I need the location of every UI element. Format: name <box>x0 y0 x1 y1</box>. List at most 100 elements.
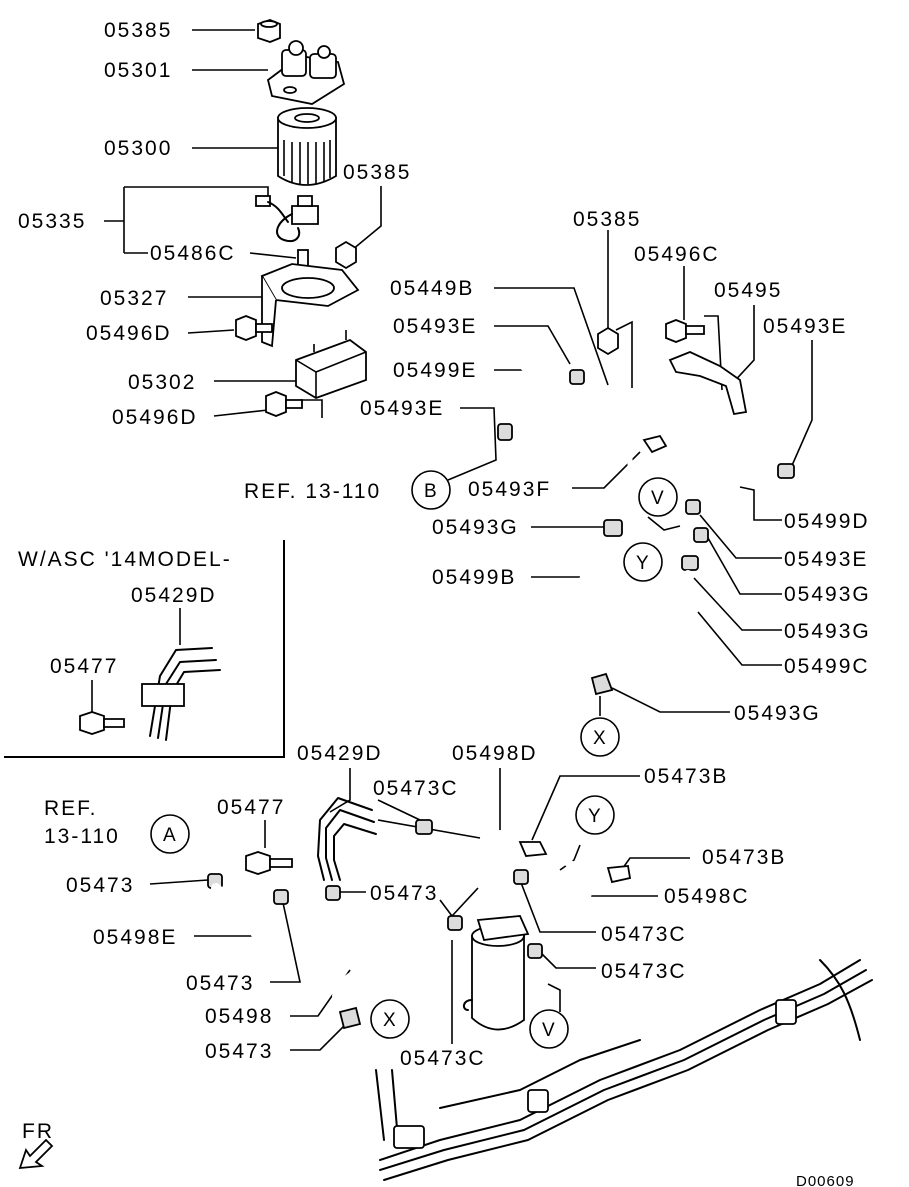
label-05302[interactable]: 05302 <box>128 371 196 394</box>
callout-v-upper[interactable]: V <box>638 477 678 517</box>
filter-cartridge-05300[interactable] <box>277 107 337 186</box>
sensor-05335[interactable] <box>255 195 319 242</box>
callout-a[interactable]: A <box>150 814 190 854</box>
bolt-05496d-lower[interactable] <box>265 391 303 417</box>
hose-05499d[interactable] <box>702 475 823 506</box>
label-05429d-inset[interactable]: 05429D <box>131 584 217 607</box>
bolt-05477-inset[interactable] <box>79 711 125 735</box>
main-fuel-pipes[interactable] <box>375 959 873 1181</box>
nut-05385-mid[interactable] <box>335 240 357 270</box>
hose-05498c[interactable] <box>536 854 593 912</box>
bracket-05302[interactable] <box>295 330 367 399</box>
nut-05385-right[interactable] <box>597 326 619 356</box>
clip-05473b-a[interactable] <box>518 841 548 857</box>
clamp-05473c-a[interactable] <box>415 819 433 835</box>
label-05473b-b[interactable]: 05473B <box>702 846 786 869</box>
label-05493g-c[interactable]: 05493G <box>784 620 871 643</box>
label-05473c-c[interactable]: 05473C <box>601 960 687 983</box>
clamp-05473c-b[interactable] <box>513 869 529 885</box>
label-05477-inset[interactable]: 05477 <box>50 655 118 678</box>
clamp-05473c-d[interactable] <box>447 915 463 931</box>
hose-05499e[interactable] <box>508 343 578 418</box>
fuel-filter-canister[interactable] <box>462 915 530 1031</box>
label-05498[interactable]: 05498 <box>205 1005 273 1028</box>
label-05301[interactable]: 05301 <box>104 59 172 82</box>
clamp-05473-b[interactable] <box>325 885 341 901</box>
callout-v-lower[interactable]: V <box>529 1009 569 1049</box>
clamp-05493e-c[interactable] <box>685 499 701 515</box>
callout-y-lower[interactable]: Y <box>575 795 615 835</box>
hose-05498e[interactable] <box>211 883 275 963</box>
label-05493e-c[interactable]: 05493E <box>784 548 868 571</box>
label-05493g-d[interactable]: 05493G <box>734 702 821 725</box>
bracket-05495[interactable] <box>668 351 748 416</box>
label-05473-a[interactable]: 05473 <box>66 874 134 897</box>
bolt-05477-lower[interactable] <box>245 851 293 875</box>
label-05477-lower[interactable]: 05477 <box>217 796 285 819</box>
label-05473c-a[interactable]: 05473C <box>373 777 459 800</box>
label-05495[interactable]: 05495 <box>714 279 782 302</box>
hose-05499b[interactable] <box>578 539 613 669</box>
label-05473b-a[interactable]: 05473B <box>644 765 728 788</box>
clamp-05493g-c[interactable] <box>681 555 699 571</box>
callout-y-upper[interactable]: Y <box>623 542 663 582</box>
clamp-05493g-b[interactable] <box>693 527 709 543</box>
label-05493e-b[interactable]: 05493E <box>360 397 444 420</box>
pipe-05449b[interactable] <box>595 383 783 523</box>
label-05486c[interactable]: 05486C <box>150 242 236 265</box>
label-05385-right[interactable]: 05385 <box>573 208 641 231</box>
clamp-05473-d[interactable] <box>338 1006 362 1030</box>
callout-x-upper[interactable]: X <box>580 717 620 757</box>
bracket-05327[interactable] <box>260 263 360 348</box>
clip-05473b-b[interactable] <box>606 865 632 884</box>
label-05498d[interactable]: 05498D <box>452 742 538 765</box>
label-05493e-right[interactable]: 05493E <box>763 315 847 338</box>
bolt-05496c[interactable] <box>665 319 705 343</box>
label-05498e[interactable]: 05498E <box>93 926 177 949</box>
clamp-05493e-right[interactable] <box>777 463 795 479</box>
callout-b[interactable]: B <box>411 470 451 510</box>
label-05335[interactable]: 05335 <box>18 210 86 233</box>
label-05499c[interactable]: 05499C <box>784 655 870 678</box>
hose-05498d[interactable] <box>443 830 504 886</box>
clamp-05493g-a[interactable] <box>603 519 623 537</box>
label-05473-c[interactable]: 05473 <box>186 972 254 995</box>
label-05499b[interactable]: 05499B <box>432 566 516 589</box>
clamp-05473-c[interactable] <box>273 889 289 905</box>
label-05493g-b[interactable]: 05493G <box>784 583 871 606</box>
label-05473-b[interactable]: 05473 <box>370 882 438 905</box>
label-05496d-upper[interactable]: 05496D <box>86 322 172 345</box>
hose-05498[interactable] <box>332 906 377 1000</box>
plug-05486c[interactable] <box>297 249 309 267</box>
label-05499d[interactable]: 05499D <box>784 510 870 533</box>
label-05385-top[interactable]: 05385 <box>104 19 172 42</box>
clamp-05493e-b[interactable] <box>497 423 513 441</box>
label-ref-lower-2[interactable]: 13-110 <box>44 825 120 848</box>
label-05449b[interactable]: 05449B <box>390 277 474 300</box>
label-05473c-b[interactable]: 05473C <box>601 923 687 946</box>
nut-05385-top[interactable] <box>257 19 281 43</box>
callout-x-lower[interactable]: X <box>370 999 410 1039</box>
label-05300[interactable]: 05300 <box>104 137 172 160</box>
label-05496d-lower[interactable]: 05496D <box>112 406 198 429</box>
hose-05499c[interactable] <box>676 570 693 630</box>
label-05493g-a[interactable]: 05493G <box>432 516 519 539</box>
label-05496c[interactable]: 05496C <box>634 243 720 266</box>
bolt-05496d-upper[interactable] <box>235 315 273 341</box>
label-05473c-d[interactable]: 05473C <box>400 1047 486 1070</box>
label-05493e-a[interactable]: 05493E <box>393 315 477 338</box>
pipe-05429d-inset[interactable] <box>141 647 221 741</box>
clamp-05493e-a[interactable] <box>569 369 585 385</box>
clamp-05473c-c[interactable] <box>527 943 543 959</box>
label-ref-upper[interactable]: REF. 13-110 <box>244 480 381 503</box>
label-05429d-lower[interactable]: 05429D <box>297 742 383 765</box>
filter-head-05301[interactable] <box>266 40 346 105</box>
label-05493f[interactable]: 05493F <box>468 478 551 501</box>
label-05385-mid[interactable]: 05385 <box>343 161 411 184</box>
clamp-05493g-d[interactable] <box>590 672 614 696</box>
pipe-05429d-lower[interactable] <box>317 797 481 881</box>
label-ref-lower-1[interactable]: REF. <box>44 797 98 820</box>
label-05473-d[interactable]: 05473 <box>205 1040 273 1063</box>
clip-05493f[interactable] <box>642 434 668 454</box>
label-05327[interactable]: 05327 <box>100 287 168 310</box>
